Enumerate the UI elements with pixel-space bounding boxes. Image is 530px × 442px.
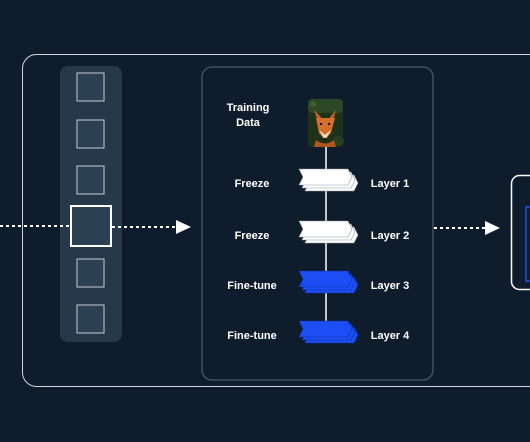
outer-panel (22, 54, 530, 387)
right-arrow-icon (485, 221, 500, 235)
layer-action-label: Freeze (235, 230, 270, 242)
training-data-label: Data (236, 117, 261, 129)
layer-name-label: Layer 3 (371, 280, 410, 292)
input-stack-item (76, 119, 105, 149)
layer-name-label: Layer 1 (371, 178, 410, 190)
layer-sheet (298, 270, 353, 288)
layer-action-label: Freeze (235, 178, 270, 190)
input-stack-item (76, 258, 105, 288)
layer-action-label: Fine-tune (227, 330, 277, 342)
output-box-inner (525, 206, 530, 282)
input-stack-item (76, 304, 105, 334)
fox-image (308, 99, 344, 147)
input-stack-panel (60, 66, 122, 342)
layer-name-label: Layer 2 (371, 230, 410, 242)
layer-action-label: Fine-tune (227, 280, 277, 292)
input-stack-item (76, 72, 105, 102)
right-arrow-icon (176, 220, 191, 234)
input-stack-item (76, 165, 105, 195)
layer-4: Fine-tune Layer 4 (227, 320, 410, 344)
layer-1: Freeze Layer 1 (235, 168, 410, 192)
layer-sheet (298, 220, 353, 238)
layer-2: Freeze Layer 2 (235, 220, 410, 244)
training-data-label: Training (227, 102, 270, 114)
layer-name-label: Layer 4 (371, 330, 410, 342)
layer-3: Fine-tune Layer 3 (227, 270, 410, 294)
input-stack-item-selected (70, 205, 112, 247)
output-box (510, 174, 530, 291)
layer-sheet (298, 168, 353, 186)
layer-sheet (298, 320, 353, 338)
